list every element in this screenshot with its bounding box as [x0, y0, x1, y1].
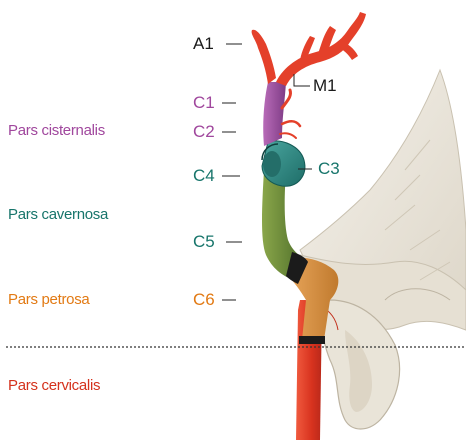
region-label-cavernosa: Pars cavernosa	[8, 206, 108, 223]
segment-label-M1: M1	[313, 76, 337, 96]
segment-label-C5: C5	[193, 232, 215, 252]
segment-label-C4: C4	[193, 166, 215, 186]
carotid-cisternal-segment	[263, 82, 286, 146]
segment-label-C1: C1	[193, 93, 215, 113]
segment-label-C3: C3	[318, 159, 340, 179]
region-label-cisternalis: Pars cisternalis	[8, 122, 105, 139]
segment-label-A1: A1	[193, 34, 214, 54]
skull-base-bone	[300, 70, 466, 429]
region-label-cervicalis: Pars cervicalis	[8, 377, 100, 394]
leader-M1	[294, 74, 310, 86]
region-label-petrosa: Pars petrosa	[8, 291, 89, 308]
terminal-branches	[252, 12, 366, 86]
segment-label-C2: C2	[193, 122, 215, 142]
carotid-cavernous-loop	[262, 141, 305, 186]
segment-label-C6: C6	[193, 290, 215, 310]
